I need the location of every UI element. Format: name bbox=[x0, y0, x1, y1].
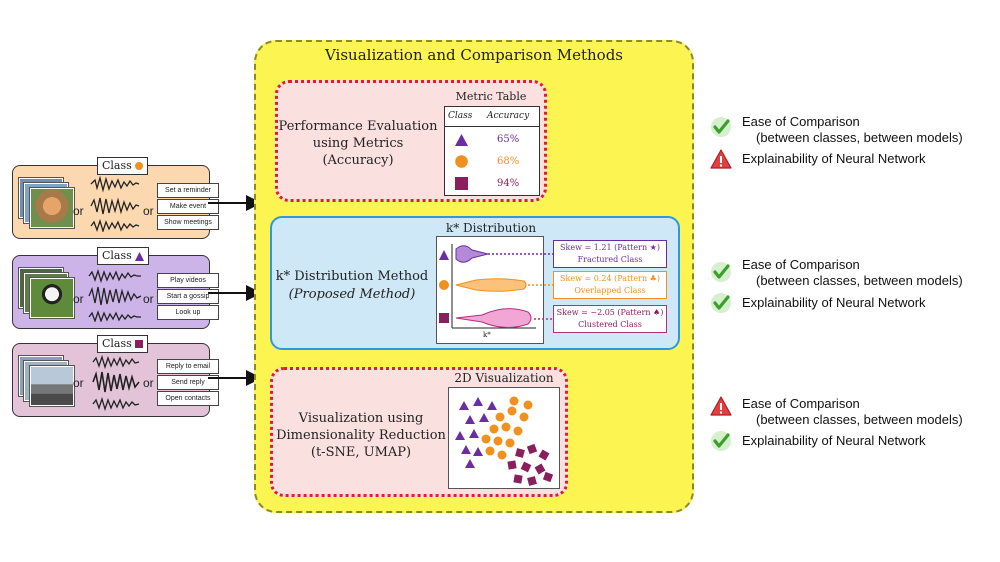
command-text: Start a gossip bbox=[157, 289, 219, 304]
kstar-description: k* Distribution Method (Proposed Method) bbox=[272, 268, 432, 304]
explainability-label: Explainability of Neural Network bbox=[742, 151, 926, 166]
panda-image-stack bbox=[19, 268, 77, 320]
methods-title: Visualization and Comparison Methods bbox=[324, 46, 624, 64]
metric-table-header-accuracy: Accuracy bbox=[487, 111, 530, 121]
metric-table: Class Accuracy 65% 68% 94% bbox=[444, 106, 540, 196]
class-label: Class bbox=[97, 157, 148, 175]
kstar-plot-graphic bbox=[439, 244, 553, 329]
ease-of-comparison-label: Ease of Comparison bbox=[742, 257, 860, 272]
orange-circle-icon bbox=[134, 162, 143, 170]
or-text: or bbox=[143, 292, 154, 306]
purple-triangle-icon bbox=[455, 134, 468, 146]
orange-circles bbox=[481, 396, 533, 460]
panda-image bbox=[30, 278, 74, 318]
command-text: Play videos bbox=[157, 273, 219, 288]
2d-scatter-plot bbox=[448, 387, 560, 489]
audio-waveform bbox=[90, 176, 140, 232]
class-label: Class bbox=[97, 335, 148, 353]
class-panel-orange: Class or or Set a reminder Make event Sh… bbox=[12, 157, 219, 239]
car-image bbox=[30, 366, 74, 406]
dim-reduction-description: Visualization using Dimensionality Reduc… bbox=[272, 410, 450, 461]
accuracy-value: 65% bbox=[497, 134, 520, 145]
audio-waveform bbox=[92, 354, 140, 412]
maroon-squares bbox=[507, 443, 554, 486]
dim-reduction-line: (t-SNE, UMAP) bbox=[310, 445, 412, 460]
ease-of-comparison-sub: (between classes, between models) bbox=[756, 130, 963, 145]
maroon-square-icon bbox=[439, 313, 449, 323]
dim-reduction-line: Visualization using bbox=[298, 411, 424, 426]
cat-image-stack bbox=[19, 178, 77, 230]
command-text: Look up bbox=[157, 305, 219, 320]
purple-triangle-icon bbox=[134, 251, 144, 261]
kstar-method-name: k* Distribution Method bbox=[275, 269, 429, 284]
command-text: Show meetings bbox=[157, 215, 219, 230]
class-label: Class bbox=[97, 247, 149, 265]
or-text: or bbox=[73, 204, 84, 218]
command-text: Open contacts bbox=[157, 391, 219, 406]
purple-triangles bbox=[455, 397, 497, 468]
metric-table-title: Metric Table bbox=[455, 90, 527, 103]
kstar-plot-title: k* Distribution bbox=[445, 221, 537, 235]
check-icon bbox=[711, 262, 731, 282]
ease-of-comparison-label: Ease of Comparison bbox=[742, 396, 860, 411]
or-text: or bbox=[143, 204, 154, 218]
or-text: or bbox=[73, 292, 84, 306]
metric-table-header-class: Class bbox=[448, 111, 473, 121]
command-text: Reply to email bbox=[157, 359, 219, 374]
class-panel-purple: Class or or Play videos Start a gossip L… bbox=[12, 247, 219, 329]
purple-triangle-icon bbox=[439, 250, 449, 260]
skew-value: Skew = −2.05 (Pattern ♠) bbox=[556, 308, 664, 317]
ease-of-comparison-sub: (between classes, between models) bbox=[756, 273, 963, 288]
command-text: Make event bbox=[157, 199, 219, 214]
skew-value: Skew = 0.24 (Pattern ♣) bbox=[560, 274, 660, 283]
check-icon bbox=[711, 431, 731, 451]
check-icon bbox=[711, 117, 731, 137]
accuracy-value: 68% bbox=[497, 156, 520, 167]
kstar-method-note: (Proposed Method) bbox=[288, 287, 416, 302]
input-arrows bbox=[208, 195, 262, 386]
kstar-xlabel: k* bbox=[483, 331, 491, 339]
orange-circle-icon bbox=[455, 155, 468, 168]
ease-of-comparison-label: Ease of Comparison bbox=[742, 114, 860, 129]
maroon-square-icon bbox=[134, 340, 143, 348]
or-text: or bbox=[73, 376, 84, 390]
command-text: Send reply bbox=[157, 375, 219, 390]
skew-value: Skew = 1.21 (Pattern ★) bbox=[560, 243, 660, 252]
class-label-text: Class bbox=[102, 249, 132, 262]
or-text: or bbox=[143, 376, 154, 390]
warning-icon bbox=[710, 149, 732, 169]
ease-of-comparison-sub: (between classes, between models) bbox=[756, 412, 963, 427]
car-image-stack bbox=[19, 356, 77, 408]
metrics-line: Performance Evaluation bbox=[278, 119, 438, 134]
orange-circle-icon bbox=[439, 280, 449, 290]
accuracy-value: 94% bbox=[497, 178, 520, 189]
violin-pink bbox=[455, 308, 532, 328]
cat-image bbox=[30, 188, 74, 228]
2d-plot-title: 2D Visualization bbox=[454, 371, 554, 385]
check-icon bbox=[711, 293, 731, 313]
skew-class-type: Clustered Class bbox=[578, 320, 642, 329]
metrics-description: Performance Evaluation using Metrics (Ac… bbox=[276, 118, 440, 169]
dim-reduction-line: Dimensionality Reduction bbox=[276, 428, 446, 443]
skew-box-clustered: Skew = −2.05 (Pattern ♠) Clustered Class bbox=[553, 305, 667, 333]
metrics-line: using Metrics bbox=[312, 136, 404, 151]
skew-box-overlapped: Skew = 0.24 (Pattern ♣) Overlapped Class bbox=[553, 271, 667, 299]
class-label-text: Class bbox=[102, 159, 132, 172]
violin-orange bbox=[455, 278, 527, 292]
warning-icon bbox=[710, 396, 732, 416]
class-panel-maroon: Class or or Reply to email Send reply Op… bbox=[12, 335, 219, 417]
skew-box-fractured: Skew = 1.21 (Pattern ★) Fractured Class bbox=[553, 240, 667, 268]
metrics-line: (Accuracy) bbox=[322, 153, 394, 168]
violin-purple bbox=[455, 245, 489, 263]
command-text: Set a reminder bbox=[157, 183, 219, 198]
skew-class-type: Overlapped Class bbox=[574, 286, 646, 295]
explainability-label: Explainability of Neural Network bbox=[742, 295, 926, 310]
explainability-label: Explainability of Neural Network bbox=[742, 433, 926, 448]
skew-class-type: Fractured Class bbox=[577, 255, 643, 264]
class-label-text: Class bbox=[102, 337, 132, 350]
table-divider bbox=[445, 126, 539, 127]
audio-waveform bbox=[88, 268, 142, 322]
maroon-square-icon bbox=[455, 177, 468, 190]
